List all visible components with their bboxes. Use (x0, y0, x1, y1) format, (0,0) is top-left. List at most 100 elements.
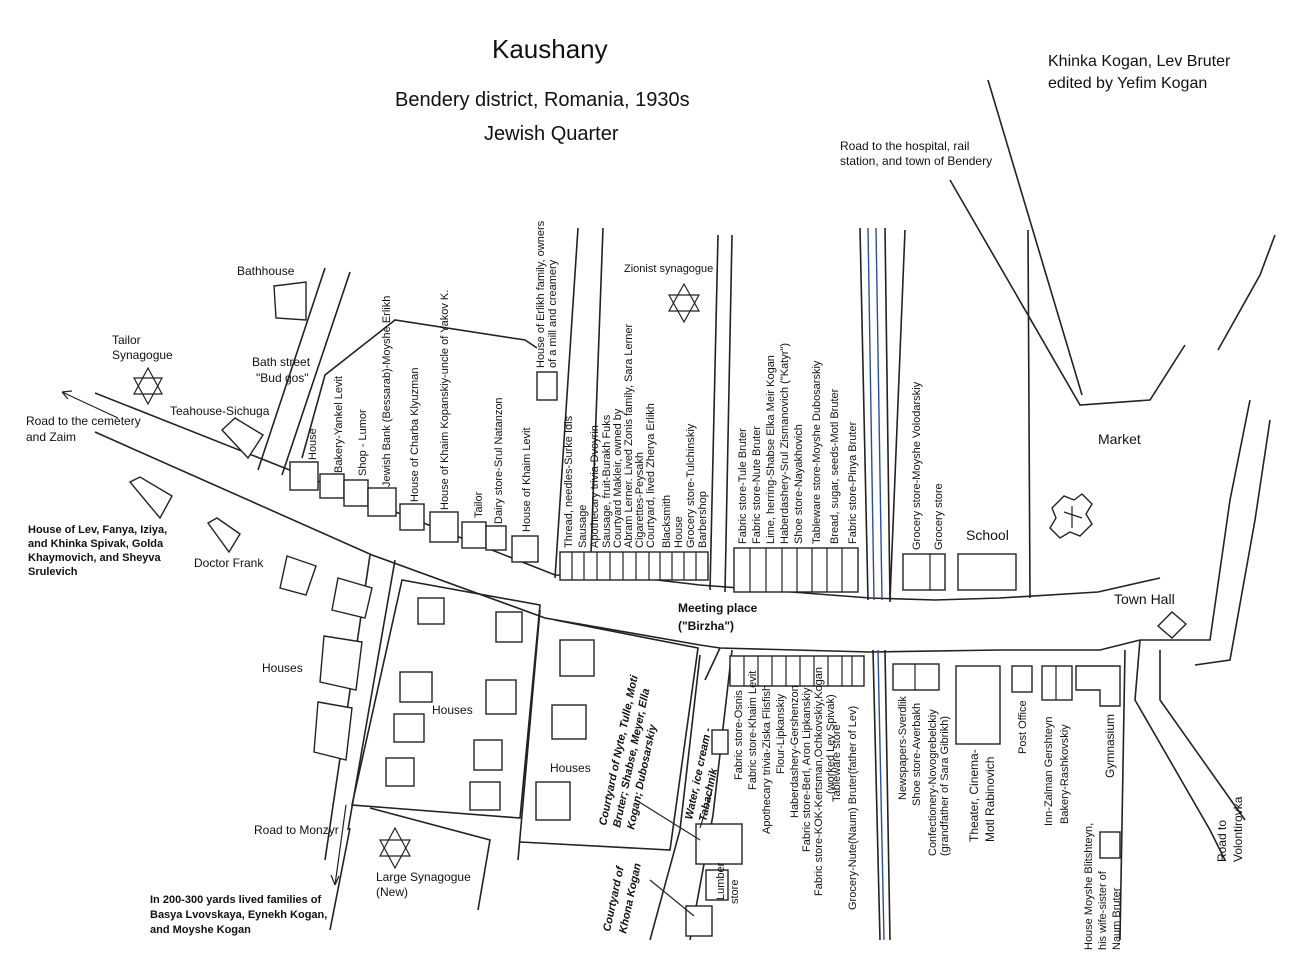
row4-label: Grocery store-Moyshe Volodarskiy (911, 381, 923, 550)
house-lev-label-4: Srulevich (28, 566, 78, 578)
row5-label: Fabric store-KOK-Kertsman,Ochkovskiy,Kog… (813, 667, 825, 896)
pointer-arrow (649, 879, 695, 917)
row6-label: his wife-sister of (1097, 870, 1109, 950)
row2-label: Courtyard Makleir, owned by (612, 408, 624, 548)
house-lev-label-1: House of Lev, Fanya, Iziya, (28, 524, 167, 536)
row2-label: Blacksmith (661, 495, 673, 548)
houses-label-right: Houses (550, 761, 591, 775)
meeting-place-label-1: Meeting place (678, 601, 758, 615)
row5-label: Haberdashery-Gershenzon (789, 685, 801, 818)
row1-label: Bakery-Yankel Levit (333, 376, 345, 473)
bathhouse-label: Bathhouse (237, 264, 295, 278)
bath-street-label-2: "Bud gos" (256, 371, 309, 385)
houses-label-middle: Houses (432, 703, 473, 717)
map-subtitle-quarter: Jewish Quarter (484, 123, 619, 145)
row2-label: Apothecary trivia-Dvoyrin (589, 425, 601, 548)
row6-label: (grandfather of Sara Gibrikh) (939, 716, 951, 856)
map-subtitle: Bendery district, Romania, 1930s (395, 89, 690, 111)
row3-labels: Fabric store-Tule Bruter Fabric store-Nu… (737, 343, 859, 544)
row1-label: Tailor (473, 491, 485, 518)
star-of-david-icon (378, 826, 412, 870)
row6-label: Motl Rabinovich (983, 757, 997, 842)
place-labels: Road to the hospital, rail station, and … (26, 139, 1175, 936)
row3-label: Fabric store-Nute Bruter (751, 426, 763, 544)
road-monzyr-label: Road to Monzyr (254, 823, 339, 837)
row5-labels: Fabric store-Osnis Fabric store-Khaim Le… (733, 667, 859, 910)
row5-label: Apothecary trivia-Ziska Flisfish (761, 685, 773, 834)
families-label-2: Basya Lvovskaya, Eynekh Kogan, (150, 909, 327, 921)
row2-label: Abram Lerner. Lived Zonis family, Sara L… (623, 323, 635, 548)
erlikh-house-label: House of Erlikh family, owners (535, 220, 547, 368)
road-cemetery-label-2: and Zaim (26, 430, 76, 444)
large-synagogue-label-1: Large Synagogue (376, 870, 471, 884)
row5-label: Fabric store-Berl, Aron Lipkanskiy (801, 687, 813, 852)
row4-labels: Grocery store-Moyshe Volodarskiy Grocery… (911, 381, 945, 550)
star-of-david-icon (667, 282, 701, 324)
row4-label: Grocery store (933, 483, 945, 550)
zionist-synagogue-label: Zionist synagogue (624, 263, 713, 275)
row5-label: Fabric store-Osnis (733, 690, 745, 780)
meeting-place-label-2: ("Birzha") (678, 619, 734, 633)
erlikh-house-label: of a mill and creamery (547, 259, 559, 368)
row2-label: Cigarettes-Peysakh (634, 452, 646, 548)
road-hospital-label-2: station, and town of Bendery (840, 154, 992, 168)
row6-label: Inn-Zalman Gershteyn (1043, 717, 1055, 826)
tailor-synagogue-label-2: Synagogue (112, 348, 173, 362)
row2-label: Sausage, fruit-Burakh Fuks (601, 414, 613, 548)
row3-label: Lime, herring-Shabse Elka Meir Kogan (765, 355, 777, 544)
families-label-1: In 200-300 yards lived families of (150, 894, 322, 906)
road-volontirovka-label: Volontirovka (1231, 796, 1245, 862)
row1-label: House of Charba Klyuzman (409, 367, 421, 502)
tailor-synagogue-label-1: Tailor (112, 333, 141, 347)
star-of-david-icon (132, 366, 164, 406)
lumber-store-label: store (729, 880, 741, 904)
row6-label: Gymnasium (1103, 714, 1117, 778)
row6-label: Newspapers-Sverdlik (897, 696, 909, 800)
row2-label: Barbershop (697, 491, 709, 548)
row6-label: House Moyshe Blitshteyn, (1083, 823, 1095, 950)
row5-label: Tableware store (831, 724, 843, 802)
row3-label: Shoe store-Nayakhovich (793, 424, 805, 544)
road-hospital-label-1: Road to the hospital, rail (840, 139, 969, 153)
row2-label: Thread, needles-Surke Idis (563, 415, 575, 548)
row6-label: Shoe store-Averbakh (911, 703, 923, 806)
row1-label: Dairy store-Srul Natanzon (493, 397, 505, 524)
teahouse-label: Teahouse-Sichuga (170, 404, 270, 418)
pointer-arrow (699, 789, 713, 829)
row3-label: Fabric store-Tule Bruter (737, 428, 749, 544)
row1-label: Jewish Bank (Bessarab)-Moyshe Erlikh (381, 296, 393, 487)
row2-label: Sausage (577, 505, 589, 548)
large-synagogue-label-2: (New) (376, 885, 408, 899)
row6-labels: Newspapers-Sverdlik Shoe store-Averbakh … (897, 696, 1123, 950)
credits-editor: edited by Yefim Kogan (1048, 75, 1207, 92)
school-label: School (966, 527, 1009, 543)
row1-label: House of Khaim Kopanskiy-uncle of Yakov … (439, 290, 451, 510)
house-lev-label-3: Khaymovich, and Sheyva (28, 552, 162, 564)
families-label-3: and Moyshe Kogan (150, 924, 251, 936)
row5-label: Fabric store-Khaim Levit (747, 671, 759, 790)
house-lev-label-2: and Khinka Spivak, Golda (28, 538, 164, 550)
row2-labels: Thread, needles-Surke Idis Sausage Apoth… (563, 323, 709, 548)
row3-label: Tableware store-Moyshe Dubosarskiy (811, 360, 823, 544)
doctor-frank-label: Doctor Frank (194, 556, 264, 570)
streets (61, 79, 1276, 941)
row5-label: (worked Lev Spivak) (825, 694, 837, 794)
row2-label: Grocery store-Tulchinskiy (685, 423, 697, 548)
row2-label: House (673, 516, 685, 548)
row5-label: Flour-Lipkanskiy (775, 693, 787, 774)
row6-label: Bakery-Rashkovskiy (1059, 724, 1071, 824)
town-hall-label: Town Hall (1114, 591, 1175, 607)
lumber-store-label: Lumber (715, 862, 727, 900)
row6-label: Naum Bruter (1111, 887, 1123, 950)
row5-label: Grocery-Nute(Naum) Bruter(father of Lev) (847, 706, 859, 910)
buildings (128, 281, 1188, 937)
row6-label: Post Office (1017, 700, 1029, 754)
road-cemetery-label-1: Road to the cemetery (26, 414, 141, 428)
row1-labels: House Bakery-Yankel Levit Shop - Lumor J… (307, 220, 559, 532)
pointer-arrow (635, 799, 701, 841)
row1-label: Shop - Lumor (357, 409, 369, 476)
row3-label: Haberdashery-Srul Zismanovich ("Katyr") (779, 343, 791, 544)
bath-street-label-1: Bath street (252, 355, 311, 369)
credits-authors: Khinka Kogan, Lev Bruter (1048, 53, 1231, 70)
